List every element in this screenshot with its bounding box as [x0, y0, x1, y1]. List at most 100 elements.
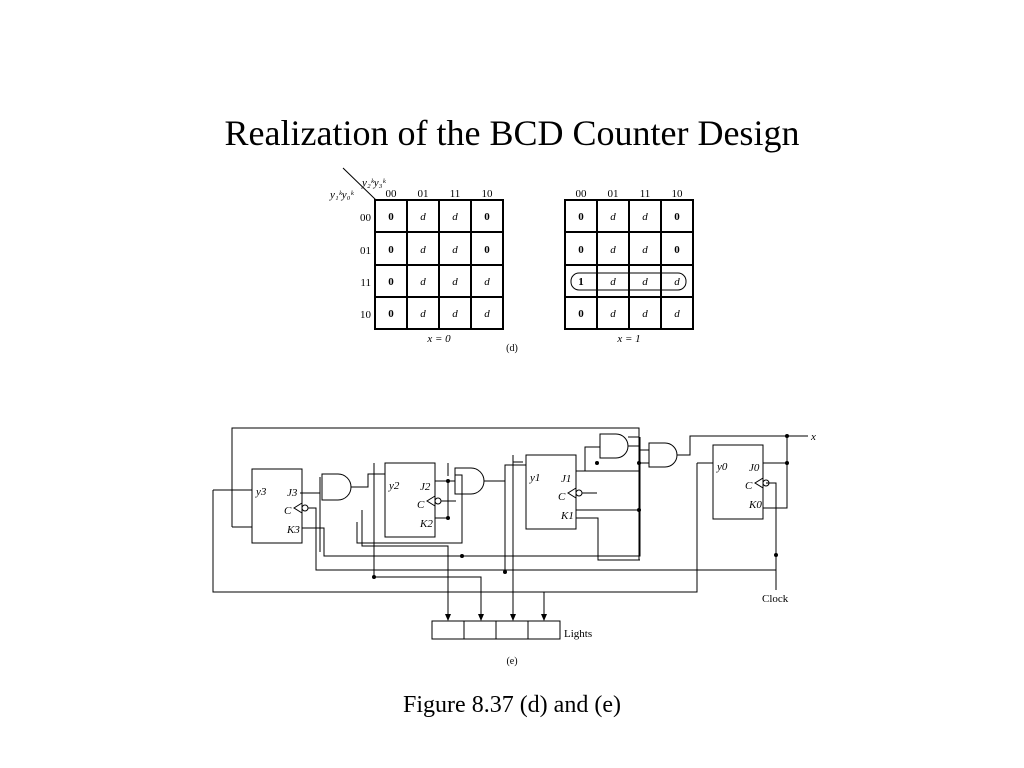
kmap-row-var-label: y₁ᵏy₀ᵏ: [329, 189, 355, 201]
kmap-col-var-label: y₂ᵏy₃ᵏ: [361, 177, 387, 189]
kmap-cell: 0: [674, 211, 680, 223]
kmap-cell: d: [674, 308, 680, 320]
kmap-cell: d: [452, 244, 458, 256]
junction-dots: [372, 434, 789, 579]
kmap-col-header: 00: [386, 188, 398, 200]
clock-label: Clock: [762, 593, 789, 605]
light-cell: [527, 620, 561, 640]
ff-q-label: y1: [529, 472, 540, 484]
kmap-cell: d: [452, 308, 458, 320]
ff-c-label: C: [417, 499, 425, 511]
and-gate: [454, 467, 485, 495]
ff-j-label: J0: [749, 462, 760, 474]
kmap-cell: 1: [578, 276, 584, 288]
ff-k-label: K1: [560, 510, 574, 522]
flipflop-3: y3 J3 C K3: [251, 468, 309, 544]
ff-q-label: y3: [255, 486, 267, 498]
part-label-e: (e): [506, 656, 517, 667]
kmap-col-header: 10: [672, 188, 684, 200]
ff-c-label: C: [558, 491, 566, 503]
kmap-cell: d: [642, 244, 648, 256]
kmap-cell: 0: [578, 244, 584, 256]
and-gate: [648, 442, 678, 468]
kmap-cell: d: [420, 211, 426, 223]
light-cell: [431, 620, 465, 640]
kmap-row-header: 11: [360, 277, 371, 289]
kmap-cell: d: [610, 276, 616, 288]
ff-c-label: C: [745, 480, 753, 492]
slide-title: Realization of the BCD Counter Design: [224, 113, 800, 153]
ff-q-label: y0: [716, 461, 728, 473]
kmap-cell: d: [484, 308, 490, 320]
kmap-col-header: 01: [608, 188, 619, 200]
ff-k-label: K0: [748, 499, 762, 511]
kmap-label: x = 0: [426, 333, 451, 345]
ff-c-label: C: [284, 505, 292, 517]
kmap-cell: d: [642, 308, 648, 320]
kmap-cell: d: [610, 308, 616, 320]
kmap-cell: d: [420, 308, 426, 320]
figure-caption: Figure 8.37 (d) and (e): [403, 692, 621, 718]
kmap-cells: 0 d d 0 0 d d 0 1 d d d 0 d d d: [578, 211, 680, 320]
kmap-row-header: 10: [360, 309, 372, 321]
kmap-diagonal-line: [342, 167, 377, 201]
part-label-d: (d): [506, 343, 518, 354]
kmap-col-header: 11: [640, 188, 651, 200]
kmap-cell: d: [484, 276, 490, 288]
ff-j-label: J3: [287, 487, 298, 499]
flipflop-1: y1 J1 C K1: [525, 454, 583, 530]
kmap-col-header: 11: [450, 188, 461, 200]
kmap-col-headers: 00 01 11 10: [576, 188, 684, 200]
kmap-row-headers: 00 01 11 10: [360, 212, 372, 321]
kmap-cell: 0: [388, 211, 394, 223]
kmap-cell: d: [420, 276, 426, 288]
kmap-cell: 0: [484, 244, 490, 256]
kmap-cell: d: [420, 244, 426, 256]
kmap-cell: 0: [578, 211, 584, 223]
kmap-col-header: 10: [482, 188, 494, 200]
kmap-cell: d: [452, 276, 458, 288]
ff-k-label: K3: [286, 524, 300, 536]
clock-inversion-bubble: [575, 489, 583, 497]
ff-j-label: J1: [561, 473, 571, 485]
lights-display: Lights: [431, 620, 592, 640]
kmap-cell: 0: [484, 211, 490, 223]
kmap-cell: 0: [578, 308, 584, 320]
ff-q-label: y2: [388, 480, 400, 492]
and-gate: [321, 473, 352, 501]
kmap-cell: d: [610, 244, 616, 256]
light-arrows: [445, 614, 547, 621]
clock-inversion-bubble: [434, 497, 442, 505]
kmap-grid: [564, 199, 694, 330]
lights-label: Lights: [564, 628, 592, 640]
ff-j-label: J2: [420, 481, 431, 493]
kmap-cell: 0: [674, 244, 680, 256]
wires: [212, 427, 808, 620]
clock-inversion-bubble: [301, 504, 309, 512]
kmap-header: y₂ᵏy₃ᵏ y₁ᵏy₀ᵏ: [329, 167, 387, 201]
kmap-cell: d: [674, 276, 680, 288]
kmap-cell: 0: [388, 276, 394, 288]
ff-k-label: K2: [419, 518, 433, 530]
kmap-label: x = 1: [616, 333, 640, 345]
kmap-grid: [374, 199, 504, 330]
kmap-cell: 0: [388, 308, 394, 320]
kmap-cell: d: [642, 276, 648, 288]
kmap-grouping-loop: [570, 272, 687, 291]
kmap-col-header: 01: [418, 188, 429, 200]
flipflop-2: y2 J2 C K2: [384, 462, 442, 538]
kmap-cells: 0 d d 0 0 d d 0 0 d d d 0 d d d: [388, 211, 490, 320]
kmap-cell: 0: [388, 244, 394, 256]
kmap-row-header: 01: [360, 245, 371, 257]
light-cell: [463, 620, 497, 640]
and-gate: [599, 433, 629, 459]
kmap-cell: d: [642, 211, 648, 223]
kmap-row-header: 00: [360, 212, 372, 224]
kmap-col-headers: 00 01 11 10: [386, 188, 494, 200]
kmap-cell: d: [452, 211, 458, 223]
input-x-label: x: [810, 431, 816, 443]
kmap-cell: d: [610, 211, 616, 223]
